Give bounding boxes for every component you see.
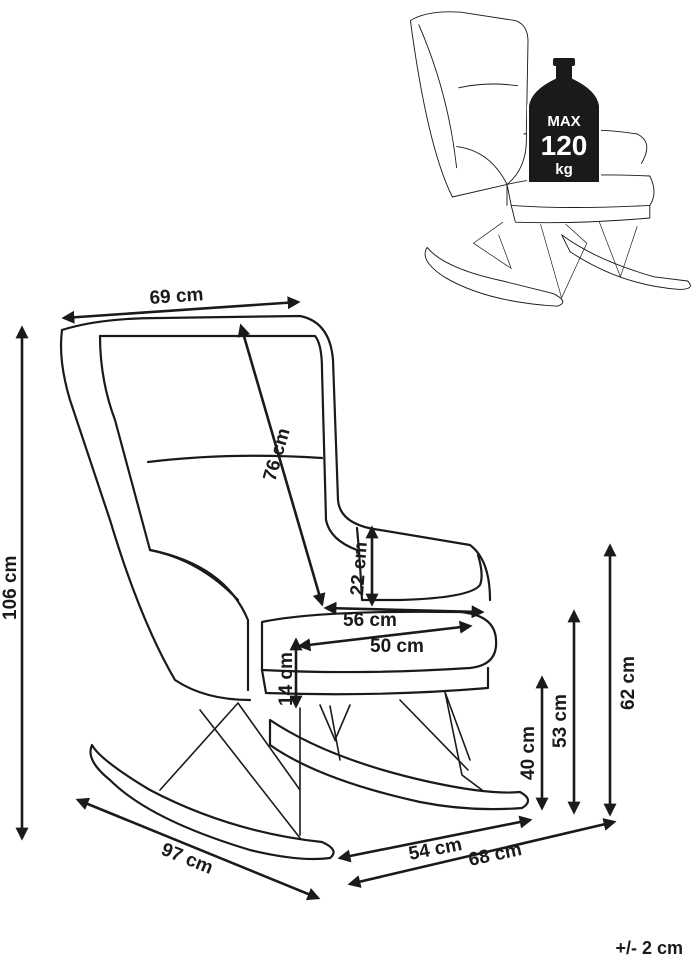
main-chair-illustration: [59, 314, 530, 861]
label-cushion-thickness: 14 cm: [276, 652, 297, 706]
max-weight-badge: MAX 120 kg: [527, 58, 601, 184]
badge-unit-text: kg: [555, 161, 573, 178]
dim-line-seat-depth: [297, 620, 473, 652]
label-armrest-height: 22 cm: [347, 541, 372, 596]
label-height-40: 40 cm: [518, 726, 539, 780]
dim-line-rocker: [75, 797, 321, 901]
dimension-lines: [15, 296, 617, 901]
badge-weight-value: 120: [541, 130, 588, 161]
label-height-62: 62 cm: [618, 656, 639, 710]
dim-line-seat-width: [323, 601, 485, 619]
dim-line-base-68: [347, 818, 617, 888]
badge-max-text: MAX: [547, 113, 580, 130]
label-base-68: 68 cm: [467, 839, 524, 871]
label-height-53: 53 cm: [550, 694, 571, 748]
tolerance-note: +/- 2 cm: [615, 938, 683, 958]
label-backrest-height: 76 cm: [260, 426, 295, 484]
label-seat-width: 56 cm: [343, 610, 397, 631]
dim-line-width-top: [61, 296, 301, 324]
label-total-height: 106 cm: [0, 556, 21, 620]
dim-line-backrest: [237, 323, 326, 607]
label-seat-depth: 50 cm: [370, 636, 424, 657]
label-width-top: 69 cm: [149, 284, 204, 309]
